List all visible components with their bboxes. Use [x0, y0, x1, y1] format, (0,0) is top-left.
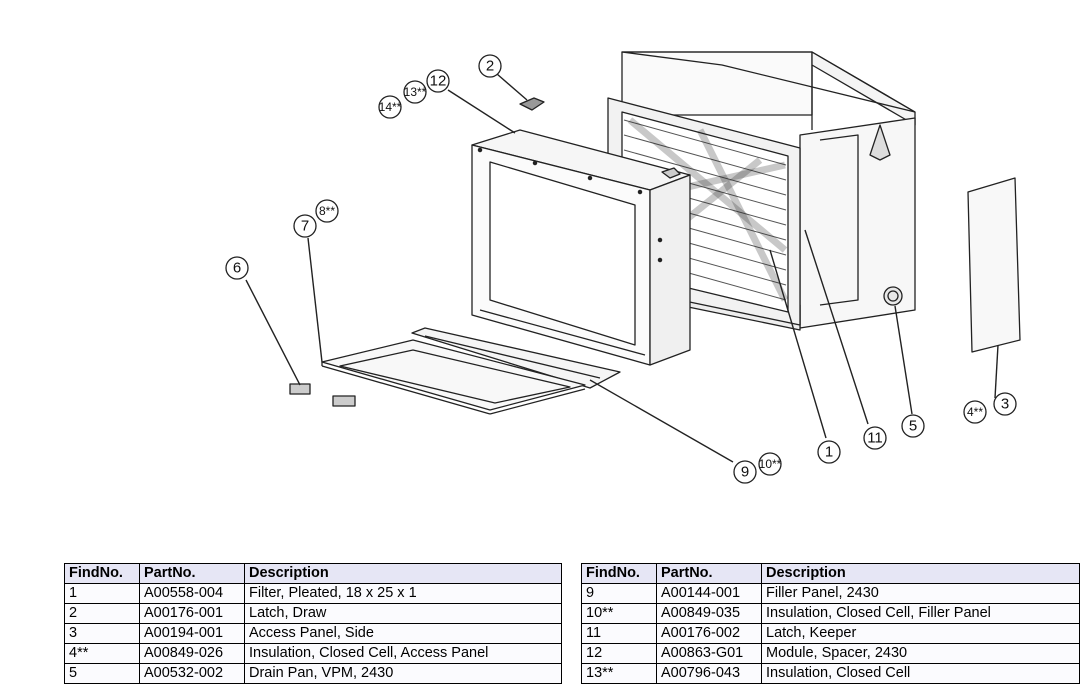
cell-partno: A00849-026 — [139, 643, 245, 664]
cell-findno: 13** — [581, 663, 657, 684]
callout-12: 12 — [430, 73, 447, 90]
cell-partno: A00176-001 — [139, 603, 245, 624]
table-row: 3 A00194-001 Access Panel, Side — [64, 623, 562, 644]
callout-11: 11 — [867, 430, 883, 447]
callout-9: 9 — [741, 464, 749, 481]
callout-2: 2 — [486, 58, 494, 75]
cell-partno: A00558-004 — [139, 583, 245, 604]
cell-findno: 5 — [64, 663, 140, 684]
callout-3: 3 — [1001, 396, 1009, 413]
cell-findno: 4** — [64, 643, 140, 664]
cell-partno: A00796-043 — [656, 663, 762, 684]
header-description: Description — [761, 563, 1080, 584]
cell-description: Insulation, Closed Cell, Access Panel — [244, 643, 562, 664]
header-partno: PartNo. — [656, 563, 762, 584]
cell-findno: 1 — [64, 583, 140, 604]
cell-findno: 11 — [581, 623, 657, 644]
cell-description: Filler Panel, 2430 — [761, 583, 1080, 604]
callout-10: 10** — [759, 457, 782, 471]
parts-table-left: FindNo. PartNo. Description 1 A00558-004… — [64, 563, 562, 684]
callout-6: 6 — [233, 260, 241, 277]
header-findno: FindNo. — [64, 563, 140, 584]
parts-table-right: FindNo. PartNo. Description 9 A00144-001… — [581, 563, 1080, 684]
cell-description: Filter, Pleated, 18 x 25 x 1 — [244, 583, 562, 604]
table-row: 5 A00532-002 Drain Pan, VPM, 2430 — [64, 663, 562, 684]
table-row: 10** A00849-035 Insulation, Closed Cell,… — [581, 603, 1080, 624]
callout-7: 7 — [301, 218, 309, 235]
table-row: 1 A00558-004 Filter, Pleated, 18 x 25 x … — [64, 583, 562, 604]
cell-description: Access Panel, Side — [244, 623, 562, 644]
cell-partno: A00194-001 — [139, 623, 245, 644]
cell-findno: 3 — [64, 623, 140, 644]
table-row: 2 A00176-001 Latch, Draw — [64, 603, 562, 624]
callout-5: 5 — [909, 418, 917, 435]
table-row: 13** A00796-043 Insulation, Closed Cell — [581, 663, 1080, 684]
callout-14: 14** — [379, 100, 402, 114]
bottom-pan — [321, 339, 586, 415]
table-header-row: FindNo. PartNo. Description — [64, 563, 562, 584]
module-spacer — [471, 129, 691, 366]
header-description: Description — [244, 563, 562, 584]
cell-partno: A00176-002 — [656, 623, 762, 644]
cell-description: Module, Spacer, 2430 — [761, 643, 1080, 664]
cell-description: Drain Pan, VPM, 2430 — [244, 663, 562, 684]
cell-findno: 9 — [581, 583, 657, 604]
cell-partno: A00144-001 — [656, 583, 762, 604]
exploded-view-diagram: 12 2 13** 14** 6 7 8** 9 10** 1 11 5 4**… — [225, 51, 1021, 484]
cell-partno: A00849-035 — [656, 603, 762, 624]
latch-draw — [519, 97, 545, 111]
bracket-parts — [289, 383, 356, 407]
callout-4: 4** — [967, 405, 983, 419]
access-panel-side — [967, 177, 1021, 353]
cell-description: Insulation, Closed Cell — [761, 663, 1080, 684]
callout-8: 8** — [319, 204, 335, 218]
callout-13: 13** — [404, 85, 427, 99]
cell-description: Insulation, Closed Cell, Filler Panel — [761, 603, 1080, 624]
header-partno: PartNo. — [139, 563, 245, 584]
cell-description: Latch, Keeper — [761, 623, 1080, 644]
leader-lines — [245, 73, 999, 463]
table-row: 11 A00176-002 Latch, Keeper — [581, 623, 1080, 644]
cell-findno: 10** — [581, 603, 657, 624]
callout-1: 1 — [825, 444, 833, 461]
filler-panel — [411, 327, 621, 389]
cell-findno: 12 — [581, 643, 657, 664]
cell-findno: 2 — [64, 603, 140, 624]
table-header-row: FindNo. PartNo. Description — [581, 563, 1080, 584]
cell-description: Latch, Draw — [244, 603, 562, 624]
cell-partno: A00532-002 — [139, 663, 245, 684]
header-findno: FindNo. — [581, 563, 657, 584]
table-row: 9 A00144-001 Filler Panel, 2430 — [581, 583, 1080, 604]
table-row: 12 A00863-G01 Module, Spacer, 2430 — [581, 643, 1080, 664]
table-row: 4** A00849-026 Insulation, Closed Cell, … — [64, 643, 562, 664]
cell-partno: A00863-G01 — [656, 643, 762, 664]
